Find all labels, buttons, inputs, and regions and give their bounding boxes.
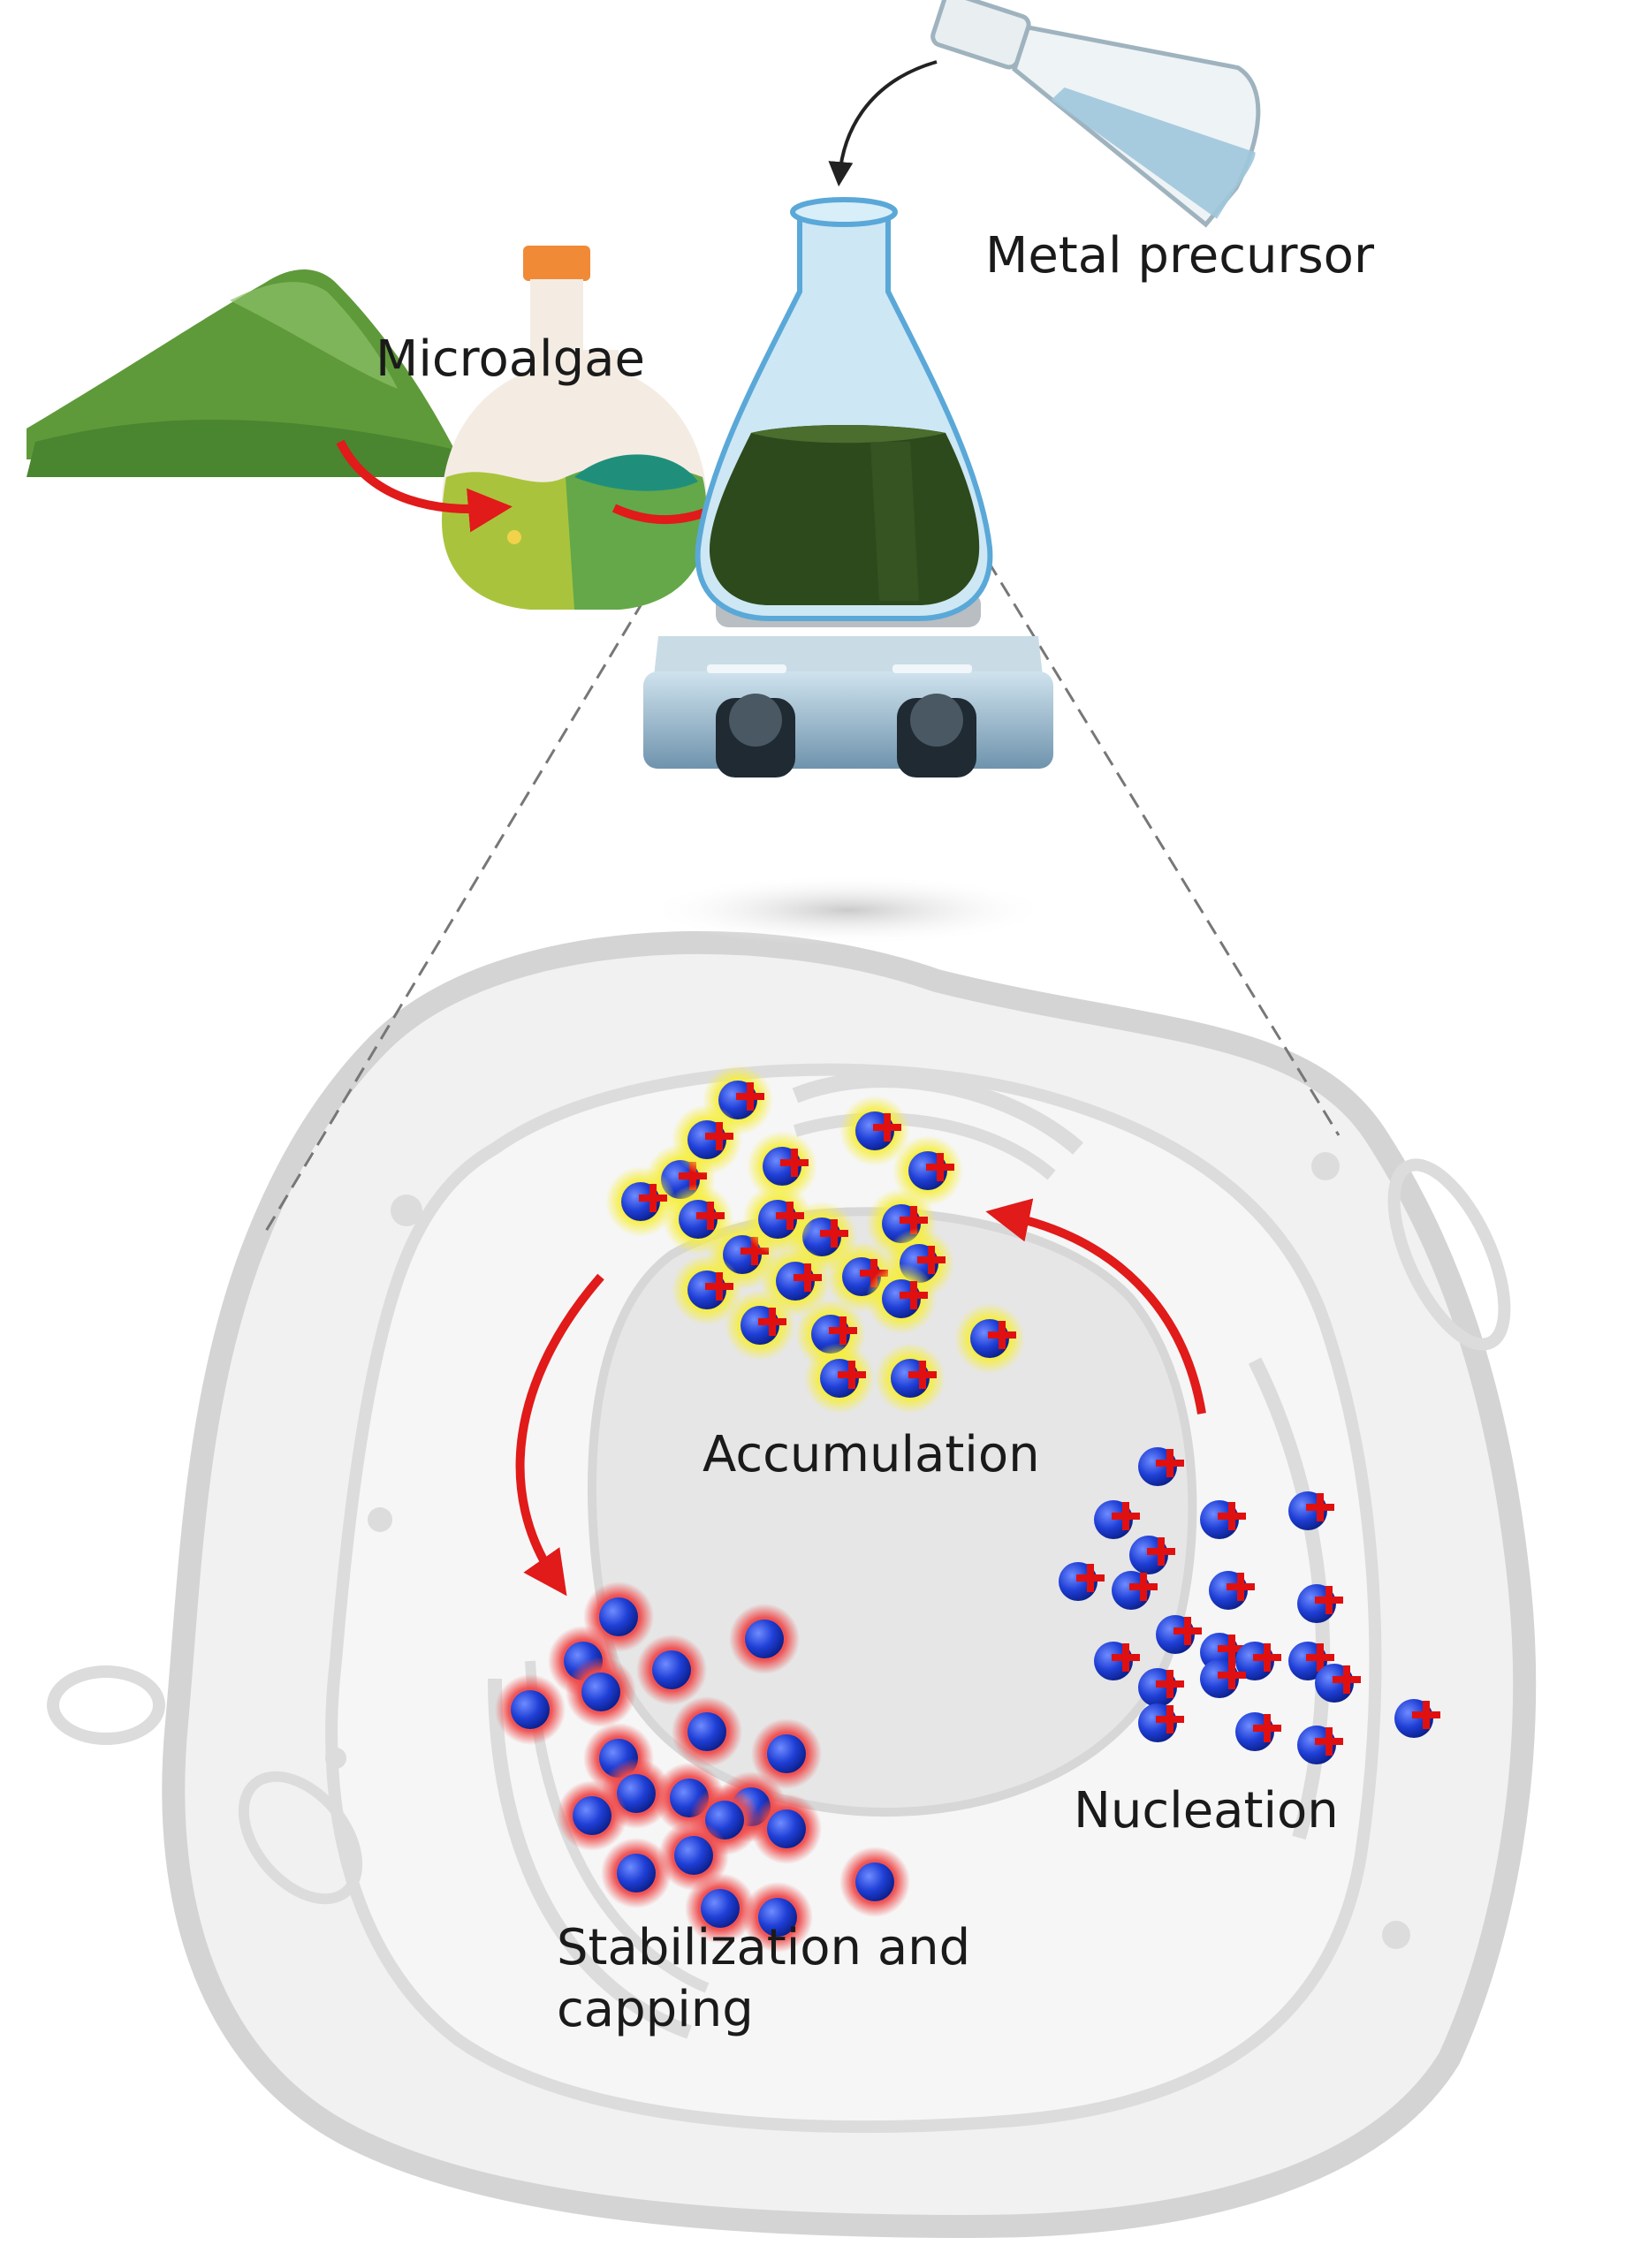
zoom-line-right: [935, 476, 1341, 1136]
metal-ion-particle: [892, 1135, 963, 1206]
capped-nanoparticle: [557, 1780, 627, 1851]
metal-ion-particle: [725, 1290, 795, 1361]
plate-shadow: [645, 875, 1052, 945]
zoom-line-left: [263, 494, 709, 1233]
mitochondrion: [1387, 1158, 1511, 1351]
capped-nanoparticle: [658, 1820, 729, 1891]
nucleating-ion-particle: [1112, 1571, 1158, 1610]
nucleating-ion-particle: [1059, 1562, 1105, 1601]
metal-ion-particle: [839, 1096, 910, 1166]
nucleating-ion-particle: [1315, 1664, 1361, 1703]
hot-plate-stirrer-icon: [643, 565, 1053, 945]
nucleating-ion-particle: [1235, 1712, 1281, 1751]
nucleating-ion-particle: [1138, 1668, 1184, 1707]
metal-ion-particle: [747, 1131, 817, 1202]
nucleating-ion-particle: [1288, 1491, 1334, 1530]
stabilization-cluster: [495, 1582, 910, 1953]
flask-bottle-icon: [442, 246, 707, 610]
nucleating-ion-particle: [1209, 1571, 1255, 1610]
accumulation-cluster: [605, 1065, 1025, 1414]
capped-nanoparticle: [742, 1882, 813, 1953]
nucleating-ion-particle: [1200, 1659, 1246, 1698]
nucleation-cluster: [1059, 1447, 1440, 1764]
nucleating-ion-particle: [1297, 1584, 1343, 1623]
metal-ion-particle: [742, 1184, 813, 1255]
label-accumulation: Accumulation: [703, 1426, 1040, 1483]
metal-ion-particle: [672, 1255, 742, 1325]
nucleating-ion-particle: [1394, 1699, 1440, 1738]
capped-nanoparticle: [672, 1696, 742, 1767]
metal-ion-particle: [804, 1343, 875, 1414]
endoplasmic-reticulum: [792, 1072, 1083, 1155]
vesicle: [47, 1665, 165, 1745]
capped-nanoparticle: [751, 1718, 822, 1789]
label-stabilization-line2: capping: [557, 1981, 754, 2038]
nucleating-ion-particle: [1297, 1726, 1343, 1764]
arrow-accumulation-to-stabilization: [515, 1273, 604, 1597]
nucleating-ion-particle: [1094, 1642, 1140, 1680]
erlenmeyer-flask-icon: [695, 197, 993, 621]
pouring-flask-icon: [930, 0, 1261, 228]
metal-ion-particle: [875, 1343, 946, 1414]
capped-nanoparticle: [729, 1604, 800, 1674]
capped-nanoparticle: [495, 1674, 566, 1745]
label-nucleation: Nucleation: [1074, 1782, 1339, 1839]
capped-nanoparticle: [636, 1635, 707, 1705]
arrow-pour-into-flask: [828, 60, 938, 187]
label-stabilization-and-capping: Stabilization and capping: [557, 1917, 970, 2041]
metal-ion-particle: [605, 1166, 676, 1237]
nucleating-ion-particle: [1200, 1500, 1246, 1539]
nucleating-ion-particle: [1138, 1703, 1184, 1742]
nucleating-ion-particle: [1138, 1447, 1184, 1486]
nucleating-ion-particle: [1156, 1615, 1202, 1654]
label-microalgae: Microalgae: [376, 330, 645, 388]
nucleating-ion-particle: [1235, 1642, 1281, 1680]
nucleating-ion-particle: [1129, 1536, 1175, 1574]
arrow-nucleation-to-accumulation: [985, 1198, 1206, 1415]
metal-ion-particle: [672, 1104, 742, 1175]
capped-nanoparticle: [685, 1873, 756, 1944]
capped-nanoparticle: [566, 1657, 636, 1727]
nucleating-ion-particle: [1094, 1500, 1140, 1539]
arrow-powder-to-bottle: [336, 439, 513, 533]
label-metal-precursor: Metal precursor: [985, 227, 1374, 284]
metal-ion-particle: [954, 1303, 1025, 1374]
capped-nanoparticle: [601, 1838, 672, 1908]
label-stabilization-line1: Stabilization and: [557, 1919, 971, 1976]
capped-nanoparticle: [839, 1847, 910, 1917]
metal-ion-particle: [866, 1263, 937, 1334]
capped-nanoparticle: [751, 1794, 822, 1864]
nucleating-ion-particle: [1288, 1642, 1334, 1680]
